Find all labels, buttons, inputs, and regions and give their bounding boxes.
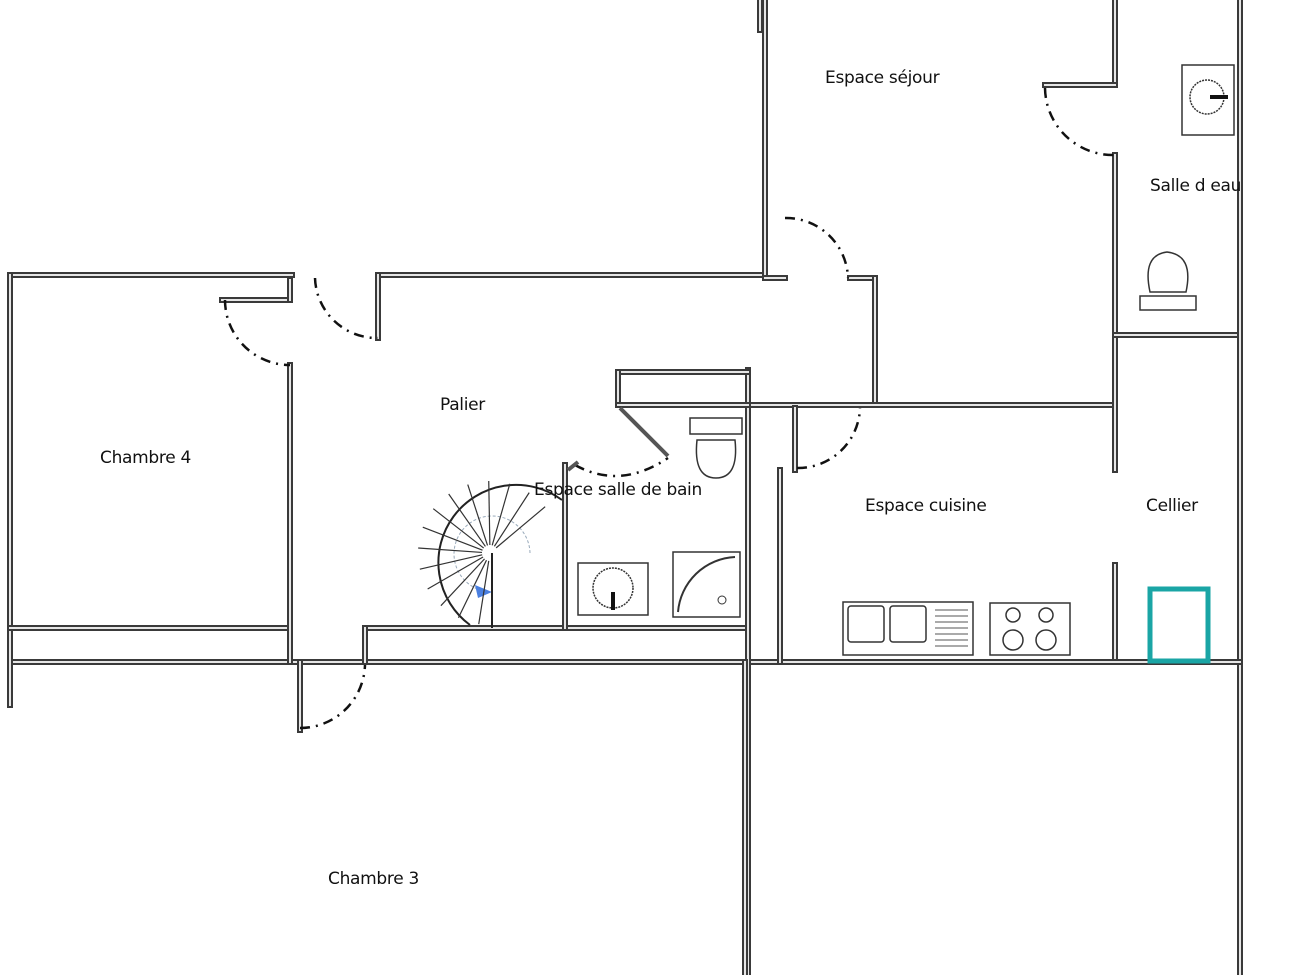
wc-tank-2 [1139, 295, 1197, 311]
stair-tread [448, 493, 486, 547]
door-salle-de-bain [574, 456, 669, 478]
stair-tread [467, 484, 489, 546]
room-label-palier: Palier [440, 395, 485, 415]
room-label-espace-sejour: Espace séjour [825, 68, 940, 88]
stair-tread [432, 508, 485, 549]
shower-tray [672, 551, 741, 618]
burner-icon [1002, 629, 1024, 651]
room-label-salle-de-bain: Espace salle de bain [534, 480, 702, 500]
burner-icon [1005, 607, 1021, 623]
room-label-espace-cuisine: Espace cuisine [865, 496, 987, 516]
room-label-chambre-3: Chambre 3 [328, 869, 420, 889]
door-cuisine [796, 407, 862, 470]
stair-tread [491, 483, 511, 546]
sink-drainer [935, 609, 968, 647]
wc-bowl-icon [695, 439, 737, 479]
door-chambre3 [299, 664, 367, 730]
spiral-staircase [418, 481, 563, 628]
door-chambre4 [223, 299, 291, 367]
shower-icon [677, 556, 736, 613]
stair-tread [427, 556, 484, 590]
room-label-cellier: Cellier [1146, 496, 1198, 516]
stair-tread [493, 492, 530, 547]
stair-tread [495, 506, 546, 549]
stair-tread [457, 559, 488, 618]
door-sejour [784, 216, 850, 279]
stair-tread [418, 547, 483, 554]
cooktop [989, 602, 1071, 656]
wc-icon [1147, 251, 1189, 293]
walls [7, 0, 1243, 975]
burner-icon [1035, 629, 1057, 651]
doors [223, 87, 1116, 730]
shower-drain-icon [717, 595, 727, 605]
burner-icon [1038, 607, 1054, 623]
stair-tread [419, 554, 483, 570]
wc-tank [689, 417, 743, 435]
room-label-chambre-4: Chambre 4 [100, 448, 192, 468]
stair-tread [440, 558, 485, 607]
fixtures [577, 64, 1235, 664]
bath-door-leaf [618, 406, 670, 458]
door-palier [313, 277, 379, 340]
bath-door-stub [566, 460, 580, 472]
stair-outline [437, 483, 563, 626]
door-salle-eau [1043, 87, 1116, 157]
sink-bowl-1 [847, 605, 885, 643]
room-label-salle-eau: Salle d eau [1150, 176, 1242, 196]
stair-tread [478, 560, 490, 625]
stair-tread [422, 526, 483, 551]
stair-tread [488, 481, 491, 546]
sink-bowl-2 [889, 605, 927, 643]
cellier-highlight-box [1147, 586, 1211, 664]
